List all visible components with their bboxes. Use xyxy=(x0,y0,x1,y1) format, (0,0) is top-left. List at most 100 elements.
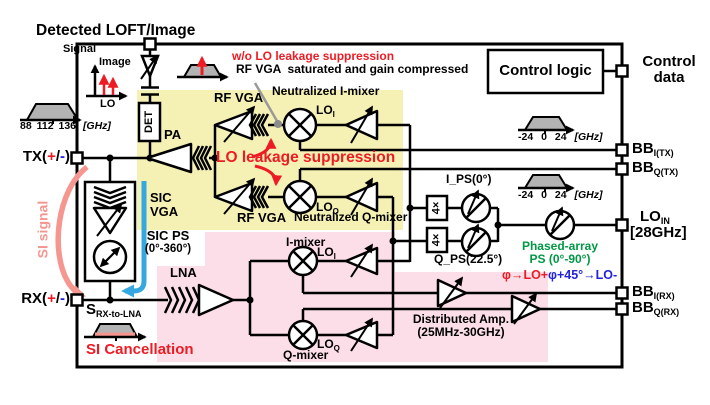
io-ports xyxy=(70,37,629,316)
multiplier-4x-q-label: 4× xyxy=(430,233,443,247)
bb-i-tx-label: BBI(TX) xyxy=(632,140,674,158)
si-cancelled-spectrum-icon xyxy=(84,323,147,342)
detector-diode-arrow-icon xyxy=(140,54,159,80)
callout-pointer-dot xyxy=(274,120,282,128)
det-label: DET xyxy=(142,111,155,133)
tx-band-spectrum-icon xyxy=(20,103,82,125)
lna-label: LNA xyxy=(170,265,197,280)
leakage-arrow-up-icon xyxy=(251,137,277,159)
lo-leak-spectrum-icon xyxy=(177,55,229,82)
pa-label: PA xyxy=(164,127,182,142)
leakage-arrow-down-icon xyxy=(254,164,283,187)
tick-112: 112 xyxy=(36,120,54,132)
rf-vga-upper-label: RF VGA xyxy=(214,90,264,105)
bb-rx-spectrum-ticks: -24 0 24 [GHz] xyxy=(518,189,603,201)
i-mixer-label: I-mixer xyxy=(286,235,326,249)
bb-i-tx-port xyxy=(615,143,629,157)
diagram-title: Detected LOFT/Image xyxy=(36,22,196,39)
phased-array-ps-icon xyxy=(544,206,576,241)
tx-port-label: TX(+/-) xyxy=(22,148,70,165)
q-ps-label: Q_PS(22.5°) xyxy=(434,252,503,266)
multiplier-4x-i-label: 4× xyxy=(430,201,443,215)
bb-tx-spectrum-ticks: -24 0 24 [GHz] xyxy=(518,131,603,143)
sic-block xyxy=(83,180,137,283)
rx-highlight-region-lna xyxy=(157,266,205,362)
lo-i-rx-label: LOI xyxy=(317,245,336,261)
lna-amplifier-icon xyxy=(163,283,235,317)
si-signal-arrow xyxy=(55,164,89,299)
control-logic-label: Control logic xyxy=(499,62,592,80)
i-ps-icon xyxy=(460,189,492,224)
detector-chain xyxy=(137,54,162,143)
sic-phase-shifter-icon xyxy=(92,239,128,275)
legend-lo-label: LO xyxy=(100,98,116,110)
i-ps-label: I_PS(0°) xyxy=(446,172,492,186)
lo-in-label: LOIN xyxy=(640,208,670,226)
det-block xyxy=(137,101,162,143)
tick-88: 88 xyxy=(20,120,32,132)
rx-port-label: RX(+/-) xyxy=(21,290,70,307)
tx-i-lo-buffer-icon xyxy=(344,105,379,144)
multiplier-4x-q-block xyxy=(425,226,449,254)
bb-i-rx-label: BBI(RX) xyxy=(632,283,675,301)
bb-i-rx-port xyxy=(615,286,629,300)
multiplier-4x-i-block xyxy=(425,194,449,222)
rf-vga-lower-label: RF VGA xyxy=(237,210,287,225)
si-signal-label: SI signal xyxy=(34,200,51,259)
legend-image-label: Image xyxy=(99,56,131,68)
s-rx-to-lna-label: SRX-to-LNA xyxy=(86,301,142,319)
rf-vga-upper-icon xyxy=(213,105,270,143)
neutralized-q-mixer-icon xyxy=(282,179,318,215)
callout-pointer-line xyxy=(253,82,279,122)
warning-line1: w/o LO leakage suppression xyxy=(232,49,395,63)
rx-q-mixer-icon xyxy=(287,319,319,351)
detected-loft-port xyxy=(143,37,157,51)
si-cancellation-label: SI Cancellation xyxy=(86,341,194,358)
lo-q-rx-label: LOQ xyxy=(317,337,340,353)
tx-spectrum-ticks: 88 112 136 [GHz] xyxy=(20,120,111,132)
lo-in-freq-label: [28GHz] xyxy=(630,224,687,241)
rx-i-lo-buffer-icon xyxy=(344,243,379,278)
rf-vga-lower-icon xyxy=(213,177,270,215)
q-ps-icon xyxy=(460,223,492,258)
rx-q-lo-buffer-icon xyxy=(344,317,379,352)
distributed-amp-2-icon xyxy=(510,292,542,325)
bb-tx-spectrum-icon xyxy=(518,116,575,135)
legend-icon xyxy=(86,64,128,101)
neutralized-i-mixer-icon xyxy=(282,107,318,143)
tick-136: 136 xyxy=(58,120,77,132)
distributed-amp-1-icon xyxy=(436,276,468,309)
junction-dots xyxy=(106,154,502,304)
bb-rx-spectrum-icon xyxy=(518,174,575,193)
neutralized-q-mixer-label: Neutralized Q-mixer xyxy=(294,210,408,224)
rx-i-mixer-icon xyxy=(287,245,319,277)
sic-vga-icon xyxy=(92,185,128,237)
control-logic-block xyxy=(486,48,605,95)
bb-q-tx-port xyxy=(615,162,629,176)
sic-path-arrow xyxy=(121,181,147,298)
phi-lo-plus-label: φ→LO+ xyxy=(502,268,549,282)
bb-q-rx-label: BBQ(RX) xyxy=(632,299,680,317)
lo-q-tx-label: LOQ xyxy=(316,200,339,216)
sic-ps-label: SIC PS(0°-360°) xyxy=(144,228,192,256)
chip-border xyxy=(75,42,624,369)
distributed-amp-label: Distributed Amp.(25MHz-30GHz) xyxy=(412,312,510,339)
lo-in-port xyxy=(615,218,629,232)
neutralized-i-mixer-label: Neutralized I-mixer xyxy=(272,84,380,98)
lo-i-tx-label: LOI xyxy=(316,103,335,119)
control-data-port xyxy=(615,64,629,78)
rx-port xyxy=(70,293,84,307)
legend-signal-label: Signal xyxy=(63,43,97,55)
tx-q-lo-buffer-icon xyxy=(344,177,379,216)
bb-q-rx-port xyxy=(615,302,629,316)
tx-port xyxy=(70,151,84,165)
phi-lo-minus-label: φ+45°→LO- xyxy=(548,268,618,282)
warning-line2: RF VGA saturated and gain compressed xyxy=(236,62,469,76)
bb-q-tx-label: BBQ(TX) xyxy=(632,159,679,177)
lo-leakage-label: LO leakage suppression xyxy=(216,149,396,166)
